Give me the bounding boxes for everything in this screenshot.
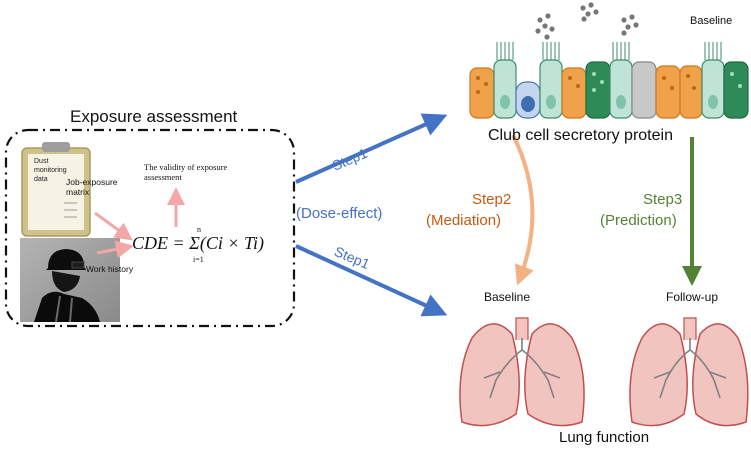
clipboard-icon xyxy=(21,142,91,237)
exposure-box xyxy=(4,128,296,328)
validity-label: The validity of exposure assessment xyxy=(144,162,228,183)
club-cell-label: Club cell secretory protein xyxy=(488,127,673,144)
lung-function-label: Lung function xyxy=(559,429,650,446)
mediation-label: (Mediation) xyxy=(426,212,502,229)
exposure-title: Exposure assessment xyxy=(70,107,238,126)
arrow-jem-to-cde xyxy=(94,211,133,241)
lungs-baseline-label: Baseline xyxy=(484,290,531,304)
arrow-step2-mediation xyxy=(511,134,535,286)
work-history-label: Work history xyxy=(86,264,134,274)
lungs-baseline-icon xyxy=(459,317,585,427)
clipboard-text: Dust monitoring data xyxy=(34,158,67,183)
step2-label: Step2 xyxy=(472,191,512,208)
formula-lower-limit: i=1 xyxy=(193,255,204,264)
formula-upper-limit: n xyxy=(197,225,201,234)
lungs-followup-label: Follow-up xyxy=(666,290,719,304)
dust-particles xyxy=(535,2,639,40)
dose-effect-label: (Dose-effect) xyxy=(296,205,383,222)
cde-formula: CDE = Σ(Ci × Ti) xyxy=(132,233,265,253)
arrow-step1-bottom xyxy=(295,244,448,317)
cells-baseline-label: Baseline xyxy=(690,15,733,27)
prediction-label: (Prediction) xyxy=(600,212,677,229)
arrow-step1-top xyxy=(295,113,448,184)
job-exposure-matrix-label: Job-exposure matrix xyxy=(66,177,118,197)
lungs-followup-icon xyxy=(629,317,749,427)
step3-label: Step3 xyxy=(643,191,683,208)
arrow-history-to-cde xyxy=(96,240,134,259)
epithelial-cells xyxy=(469,42,749,119)
